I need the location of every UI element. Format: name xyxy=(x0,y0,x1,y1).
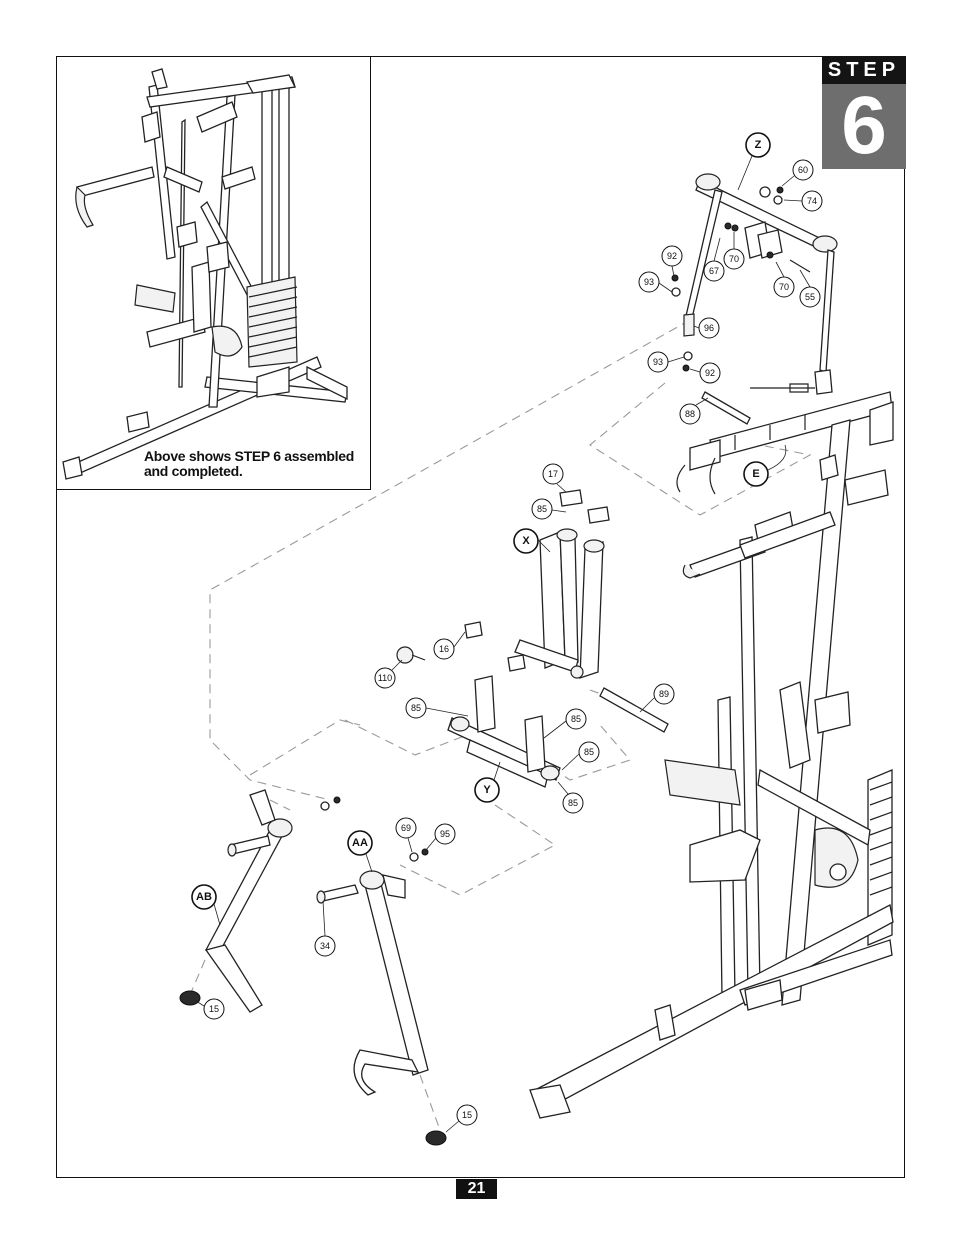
svg-text:16: 16 xyxy=(439,644,449,654)
svg-text:92: 92 xyxy=(667,251,677,261)
svg-text:55: 55 xyxy=(805,292,815,302)
svg-text:95: 95 xyxy=(440,829,450,839)
callout-88: 88 xyxy=(679,403,701,425)
step-number: 6 xyxy=(841,80,887,171)
callout-85: 85 xyxy=(578,741,600,763)
callout-95: 95 xyxy=(434,823,456,845)
svg-text:Z: Z xyxy=(755,139,762,151)
top-bar-z-assembly xyxy=(671,173,838,425)
completed-assembly-illustration xyxy=(62,68,348,480)
arm-ab-assembly xyxy=(179,789,341,1013)
svg-text:69: 69 xyxy=(401,823,411,833)
callout-15: 15 xyxy=(203,998,225,1020)
callout-89: 89 xyxy=(653,683,675,705)
svg-text:85: 85 xyxy=(411,703,421,713)
svg-text:85: 85 xyxy=(584,747,594,757)
inset-caption-line-2: and completed. xyxy=(144,463,243,479)
callout-110: 110 xyxy=(374,667,396,689)
svg-text:60: 60 xyxy=(798,165,808,175)
arm-aa-assembly xyxy=(316,848,447,1146)
svg-text:15: 15 xyxy=(462,1110,472,1120)
callout-92: 92 xyxy=(661,245,683,267)
svg-text:96: 96 xyxy=(704,323,714,333)
label-z: Z xyxy=(745,132,771,158)
callout-69: 69 xyxy=(395,817,417,839)
svg-text:85: 85 xyxy=(537,504,547,514)
svg-text:110: 110 xyxy=(378,673,392,683)
svg-text:85: 85 xyxy=(571,714,581,724)
callout-60: 60 xyxy=(792,159,814,181)
callout-96: 96 xyxy=(698,317,720,339)
callout-15: 15 xyxy=(456,1104,478,1126)
leader-lines xyxy=(195,175,811,1133)
svg-text:67: 67 xyxy=(709,266,719,276)
svg-text:34: 34 xyxy=(320,941,330,951)
callout-list: 60 74 92 67 70 70 55 93 96 93 92 88 17 8… xyxy=(203,159,823,1126)
callout-70: 70 xyxy=(723,248,745,270)
callout-85: 85 xyxy=(405,697,427,719)
page-frame xyxy=(56,56,905,1178)
callout-34: 34 xyxy=(314,935,336,957)
svg-text:70: 70 xyxy=(779,282,789,292)
callout-92: 92 xyxy=(699,362,721,384)
step-label: STEP xyxy=(822,56,906,84)
letter-labels: Z E X Y AA AB xyxy=(191,132,787,926)
callout-74: 74 xyxy=(801,190,823,212)
page-number: 21 xyxy=(456,1179,497,1199)
inset-caption: Above shows STEP 6 assembled and complet… xyxy=(144,449,364,479)
label-y: Y xyxy=(474,777,500,803)
svg-text:74: 74 xyxy=(807,196,817,206)
callout-67: 67 xyxy=(703,260,725,282)
callout-85: 85 xyxy=(531,498,553,520)
label-e: E xyxy=(743,461,769,487)
callout-93: 93 xyxy=(638,271,660,293)
assembly-guide-lines xyxy=(189,319,812,1131)
callout-85: 85 xyxy=(562,792,584,814)
svg-text:X: X xyxy=(522,535,530,547)
svg-text:AB: AB xyxy=(196,891,212,903)
label-aa: AA xyxy=(347,830,373,856)
svg-text:93: 93 xyxy=(644,277,654,287)
callout-17: 17 xyxy=(542,463,564,485)
label-x: X xyxy=(513,528,539,554)
callout-70: 70 xyxy=(773,276,795,298)
svg-text:93: 93 xyxy=(653,357,663,367)
part-y-assembly xyxy=(396,621,669,788)
svg-text:17: 17 xyxy=(548,469,558,479)
callout-85: 85 xyxy=(565,708,587,730)
label-ab: AB xyxy=(191,884,217,910)
callout-93: 93 xyxy=(647,351,669,373)
inset-caption-line-1: Above shows STEP 6 assembled xyxy=(144,448,354,464)
svg-text:AA: AA xyxy=(352,837,368,849)
svg-text:92: 92 xyxy=(705,368,715,378)
step-badge: STEP 6 xyxy=(822,56,906,169)
svg-text:E: E xyxy=(752,468,759,480)
svg-text:88: 88 xyxy=(685,409,695,419)
completed-assembly-inset xyxy=(56,56,371,490)
svg-text:15: 15 xyxy=(209,1004,219,1014)
main-frame-assembly xyxy=(529,391,894,1119)
svg-text:Y: Y xyxy=(483,784,491,796)
callout-55: 55 xyxy=(799,286,821,308)
part-x-assembly xyxy=(514,489,610,679)
callout-16: 16 xyxy=(433,638,455,660)
svg-text:85: 85 xyxy=(568,798,578,808)
svg-text:89: 89 xyxy=(659,689,669,699)
svg-text:70: 70 xyxy=(729,254,739,264)
